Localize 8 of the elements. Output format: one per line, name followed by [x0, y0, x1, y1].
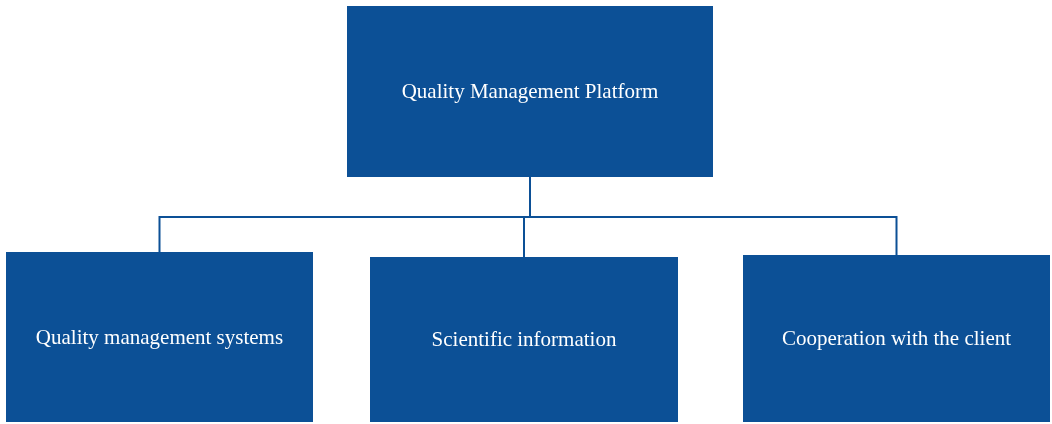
box-label: Scientific information — [431, 326, 617, 353]
box-label: Quality Management Platform — [401, 78, 659, 105]
box-label: Cooperation with the client — [781, 325, 1012, 352]
process-box — [370, 257, 678, 422]
box-label: Quality management systems — [35, 323, 284, 351]
process-box — [743, 255, 1050, 422]
process-box — [6, 252, 313, 422]
process-box — [347, 6, 713, 177]
